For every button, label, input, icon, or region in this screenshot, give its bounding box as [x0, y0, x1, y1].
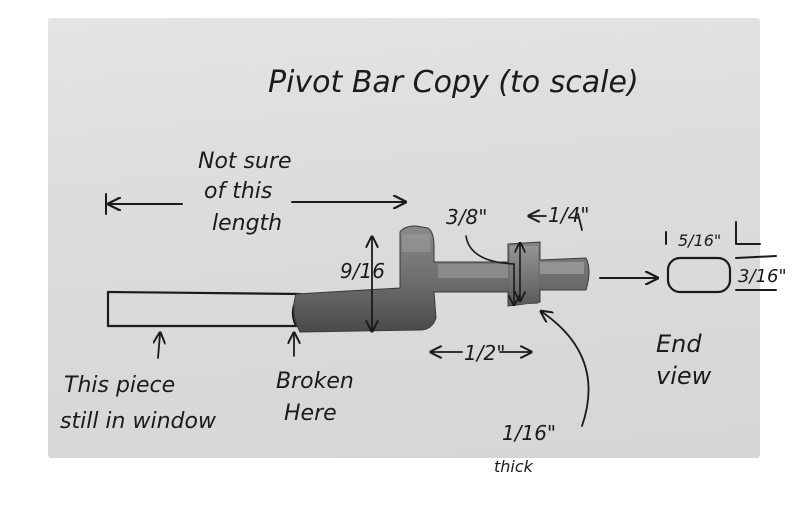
end-view-width-label: 5/16" — [678, 231, 721, 250]
length-note: Not sure of this length — [105, 149, 404, 236]
length-note-line-2: of this — [204, 179, 272, 204]
pivot-bar-photo — [293, 225, 590, 333]
length-note-line-1: Not sure — [198, 149, 292, 174]
diagram-title: Pivot Bar Copy (to scale) — [268, 65, 639, 100]
end-view-shape — [666, 256, 732, 294]
dim-1-4: 1/4" — [530, 203, 589, 231]
broken-label: Broken Here — [276, 334, 354, 426]
dim-1-2-label: 1/2" — [464, 341, 505, 365]
piece-label-line-2: still in window — [60, 409, 217, 434]
dim-1-16-thick: 1/16" thick — [494, 312, 590, 476]
length-note-line-3: length — [212, 211, 282, 236]
dim-1-2: 1/2" — [432, 341, 530, 365]
piece-label: This piece still in window — [60, 334, 217, 434]
piece-label-line-1: This piece — [64, 373, 175, 398]
dim-3-8-label: 3/8" — [446, 205, 487, 229]
broken-label-line-2: Here — [284, 401, 337, 426]
dim-1-4-label: 1/4" — [548, 203, 589, 227]
drawn-bar-piece — [106, 290, 302, 328]
dim-3-8: 3/8" — [446, 205, 520, 304]
dim-9-16: 9/16 — [340, 238, 385, 330]
dim-1-16-label: 1/16" — [502, 421, 556, 445]
dim-9-16-label: 9/16 — [340, 259, 385, 283]
end-view: 5/16" 3/16" End view — [656, 221, 787, 390]
end-view-label-line-1: End — [656, 330, 702, 358]
end-view-height-label: 3/16" — [738, 266, 787, 287]
dim-1-16-note: thick — [494, 457, 534, 476]
end-view-label-line-2: view — [656, 362, 712, 390]
broken-label-line-1: Broken — [276, 369, 354, 394]
